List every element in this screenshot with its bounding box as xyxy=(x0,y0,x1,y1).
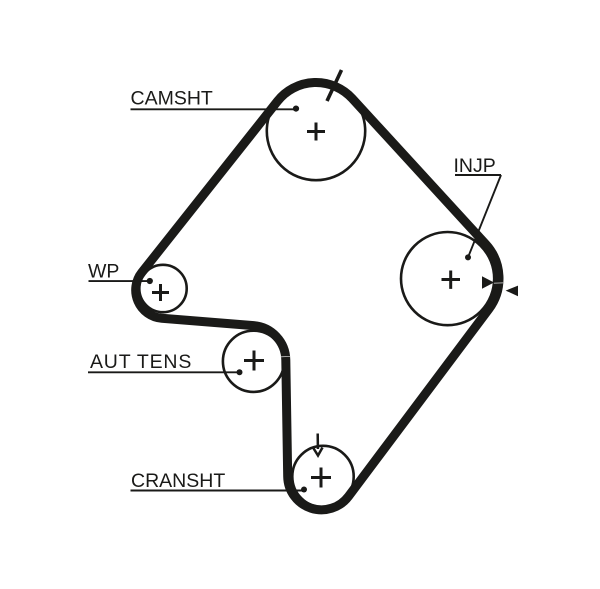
svg-text:INJP: INJP xyxy=(454,155,496,177)
svg-text:AUT TENS: AUT TENS xyxy=(90,351,192,373)
svg-text:WP: WP xyxy=(88,260,119,282)
svg-text:CAMSHT: CAMSHT xyxy=(131,87,213,109)
svg-text:CRANSHT: CRANSHT xyxy=(131,470,225,492)
